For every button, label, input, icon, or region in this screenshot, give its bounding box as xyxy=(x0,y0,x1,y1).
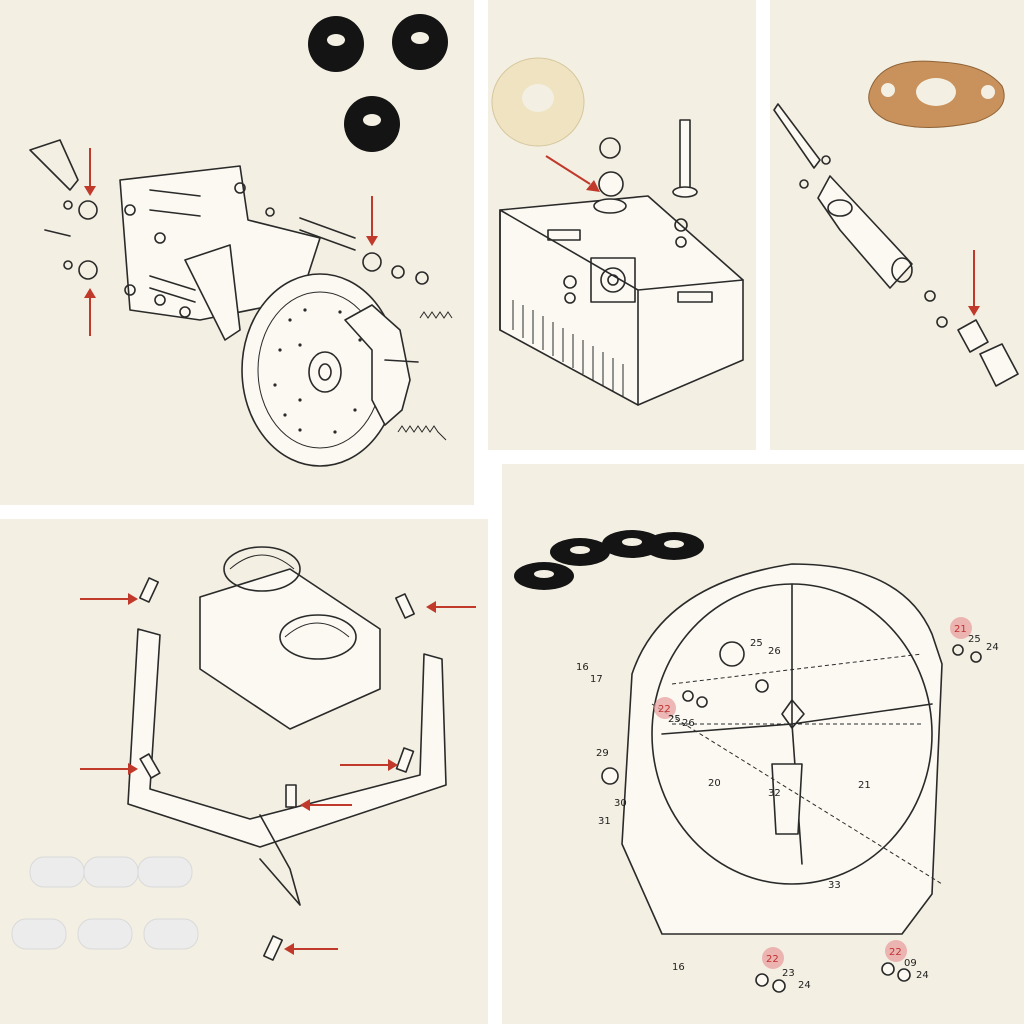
callout-21-highlight: 21 xyxy=(954,624,967,635)
fastener-pins xyxy=(139,577,415,961)
panel-transformer-frame xyxy=(0,519,488,1024)
shaft-icon xyxy=(773,103,913,289)
callout-26: 26 xyxy=(768,646,781,657)
washer-stack-left xyxy=(29,139,191,318)
gearbox-housing-drawing xyxy=(491,57,744,406)
nylon-spacer-icon xyxy=(11,856,199,950)
callout-29: 29 xyxy=(596,748,609,759)
callout-09: 09 xyxy=(904,958,917,969)
felt-washer-icon xyxy=(491,57,585,147)
transformer-frame-drawing xyxy=(11,546,476,961)
callout-20: 20 xyxy=(708,778,721,789)
gear-housing-icon xyxy=(499,195,744,406)
red-arrows xyxy=(80,593,476,955)
panel-gearbox-housing xyxy=(488,0,756,450)
cork-gasket-icon xyxy=(868,60,1005,128)
callout-22-highlight: 22 xyxy=(889,947,902,958)
shaft-flange-drawing xyxy=(773,60,1019,387)
panel-main-chassis: 21 25 24 25 26 16 17 22 25 26 29 30 20 3… xyxy=(502,464,1024,1024)
hardware xyxy=(799,155,1019,387)
brake-assembly-drawing xyxy=(29,14,453,467)
bearing-stack xyxy=(593,137,627,214)
callout-22-highlight: 22 xyxy=(658,704,671,715)
panel-shaft-flange xyxy=(770,0,1024,450)
red-arrows xyxy=(84,148,378,336)
callout-labels: 21 25 24 25 26 16 17 22 25 26 29 30 20 3… xyxy=(576,624,999,991)
callout-32: 32 xyxy=(768,788,781,799)
main-chassis-drawing: 21 25 24 25 26 16 17 22 25 26 29 30 20 3… xyxy=(514,530,999,993)
hardware-bits xyxy=(601,644,982,993)
highlight-markers xyxy=(654,617,972,969)
spring-icon xyxy=(397,311,453,441)
callout-31: 31 xyxy=(598,816,611,827)
callout-16: 16 xyxy=(576,662,589,673)
washer-stack-right xyxy=(362,252,429,285)
callout-24: 24 xyxy=(986,642,999,653)
callout-25: 25 xyxy=(750,638,763,649)
frame-icon xyxy=(127,628,447,906)
callout-30: 30 xyxy=(614,798,627,809)
red-arrows xyxy=(968,250,980,316)
chassis-plate-icon xyxy=(621,563,943,935)
callout-25: 25 xyxy=(668,714,681,725)
callout-17: 17 xyxy=(590,674,603,685)
callout-24: 24 xyxy=(916,970,929,981)
callout-16: 16 xyxy=(672,962,685,973)
callout-24: 24 xyxy=(798,980,811,991)
callout-23: 23 xyxy=(782,968,795,979)
shaft-icon xyxy=(672,119,698,198)
panel-brake-assembly xyxy=(0,0,474,505)
rubber-washer-icon xyxy=(514,530,704,590)
red-arrows xyxy=(545,155,600,192)
caliper-arm xyxy=(344,304,419,426)
grommet-icon xyxy=(308,14,448,152)
mounting-plate xyxy=(119,165,356,341)
callout-21: 21 xyxy=(858,780,871,791)
callout-33: 33 xyxy=(828,880,841,891)
callout-26: 26 xyxy=(682,718,695,729)
callout-22-highlight: 22 xyxy=(766,954,779,965)
coil-icon xyxy=(199,546,381,730)
callout-25: 25 xyxy=(968,634,981,645)
